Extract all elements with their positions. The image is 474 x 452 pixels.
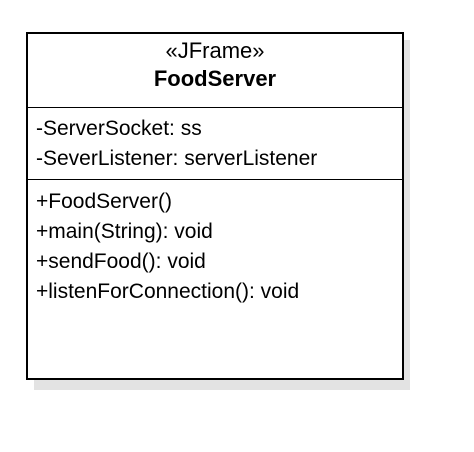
- uml-class-box[interactable]: «JFrame» FoodServer -ServerSocket: ss -S…: [26, 32, 404, 380]
- operation-item: +sendFood(): void: [36, 250, 206, 273]
- class-name: FoodServer: [153, 66, 277, 91]
- operations-compartment: +FoodServer() +main(String): void +sendF…: [28, 180, 402, 307]
- operation-item: +listenForConnection(): void: [36, 280, 300, 303]
- class-header: «JFrame» FoodServer: [28, 34, 402, 108]
- class-stereotype: «JFrame»: [165, 38, 265, 63]
- attributes-compartment: -ServerSocket: ss -SeverListener: server…: [28, 108, 402, 180]
- operation-item: +main(String): void: [36, 220, 213, 243]
- attribute-item: -ServerSocket: ss: [36, 117, 202, 140]
- operation-item: +FoodServer(): [36, 190, 172, 213]
- attribute-item: -SeverListener: serverListener: [36, 147, 318, 170]
